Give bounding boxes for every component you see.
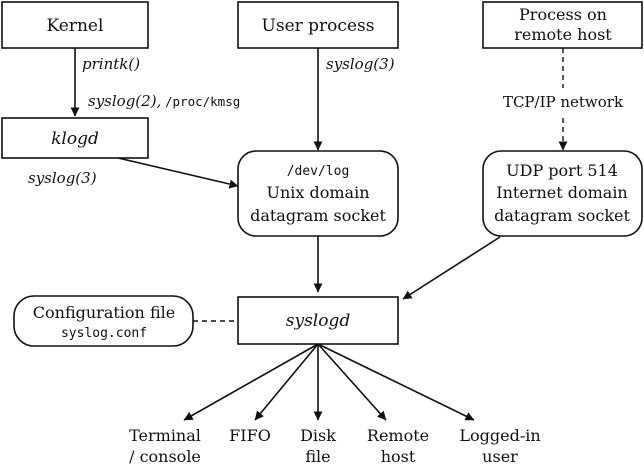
output-remote-line2: host [381,447,416,466]
node-remote-process: Process on remote host [482,1,643,49]
node-kernel: Kernel [1,1,149,49]
edge-syslogd-to-loggedin [317,343,475,421]
output-loggedin-line1: Logged-in [459,426,540,445]
node-udp-socket: UDP port 514 Internet domain datagram so… [482,150,643,237]
proc-kmsg-label: /proc/kmsg [165,94,240,109]
udp-socket-line3: datagram socket [494,206,630,225]
node-config-file: Configuration file syslog.conf [13,295,194,347]
node-klogd: klogd [1,117,149,159]
edge-udp-socket-to-syslogd [402,236,501,300]
udp-socket-line1: UDP port 514 [506,161,618,180]
config-file-name: syslog.conf [61,326,147,341]
kernel-label: Kernel [47,16,104,36]
printk-label: printk() [82,55,140,73]
output-disk-line2: file [305,447,330,466]
output-terminal-line2: / console [129,447,201,466]
syslog3-klogd-label: syslog(3) [28,169,97,187]
user-process-label: User process [262,16,375,36]
syslog3-user-label: syslog(3) [326,55,395,73]
remote-process-line2: remote host [514,25,612,44]
output-fifo: FIFO [229,426,271,445]
edge-labels: printk() syslog(2), /proc/kmsg syslog(3)… [28,55,636,187]
output-loggedin-line2: user [482,447,518,466]
edge-klogd-to-dev-log [117,157,239,189]
edge-syslogd-to-terminal [183,343,319,421]
node-syslogd: syslogd [237,296,399,345]
output-remote-line1: Remote [367,426,429,445]
klogd-label: klogd [51,129,99,149]
edge-syslogd-to-fifo [254,343,319,421]
output-terminal-line1: Terminal [129,426,201,445]
syslogd-label: syslogd [286,311,351,331]
config-file-label: Configuration file [33,303,175,322]
syslog2-label: syslog(2), [88,92,161,110]
tcpip-label-bg [490,90,636,114]
udp-socket-line2: Internet domain [496,183,627,202]
edges [70,48,568,421]
node-user-process: User process [237,1,399,49]
unix-socket-line2: Unix domain [266,183,369,202]
edge-syslogd-to-remote [317,343,387,421]
tcpip-label: TCP/IP network [503,93,624,111]
node-unix-socket: /dev/log Unix domain datagram socket [237,150,399,237]
outputs: Terminal / console FIFO Disk file Remote… [129,426,541,466]
output-disk-line1: Disk [300,426,336,445]
unix-socket-line3: datagram socket [250,206,386,225]
remote-process-line1: Process on [519,5,607,24]
unix-socket-path: /dev/log [287,164,350,179]
